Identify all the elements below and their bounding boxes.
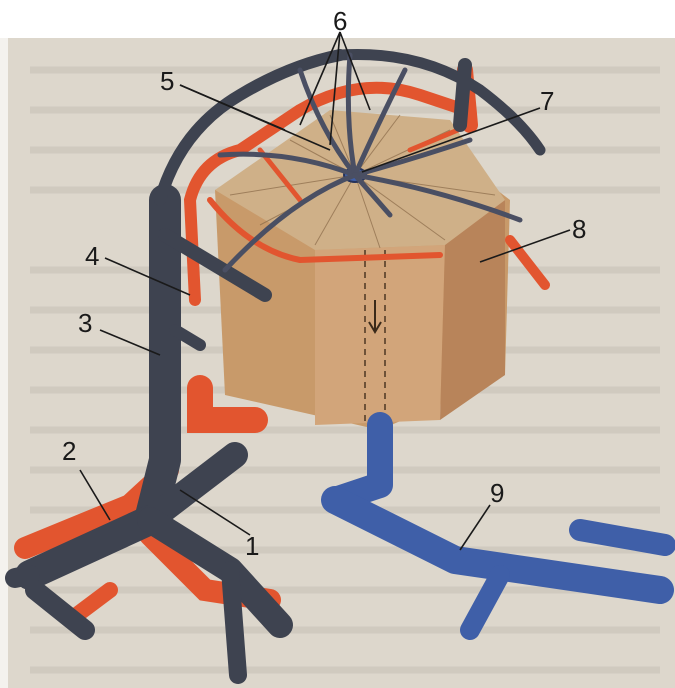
label-4: 4 (85, 241, 99, 271)
label-2: 2 (62, 436, 76, 466)
label-6: 6 (333, 6, 347, 36)
label-3: 3 (78, 308, 92, 338)
label-9: 9 (490, 478, 504, 508)
label-5: 5 (160, 66, 174, 96)
label-1: 1 (245, 531, 259, 561)
label-7: 7 (540, 86, 554, 116)
lobule-front-face (315, 245, 445, 425)
label-8: 8 (572, 214, 586, 244)
